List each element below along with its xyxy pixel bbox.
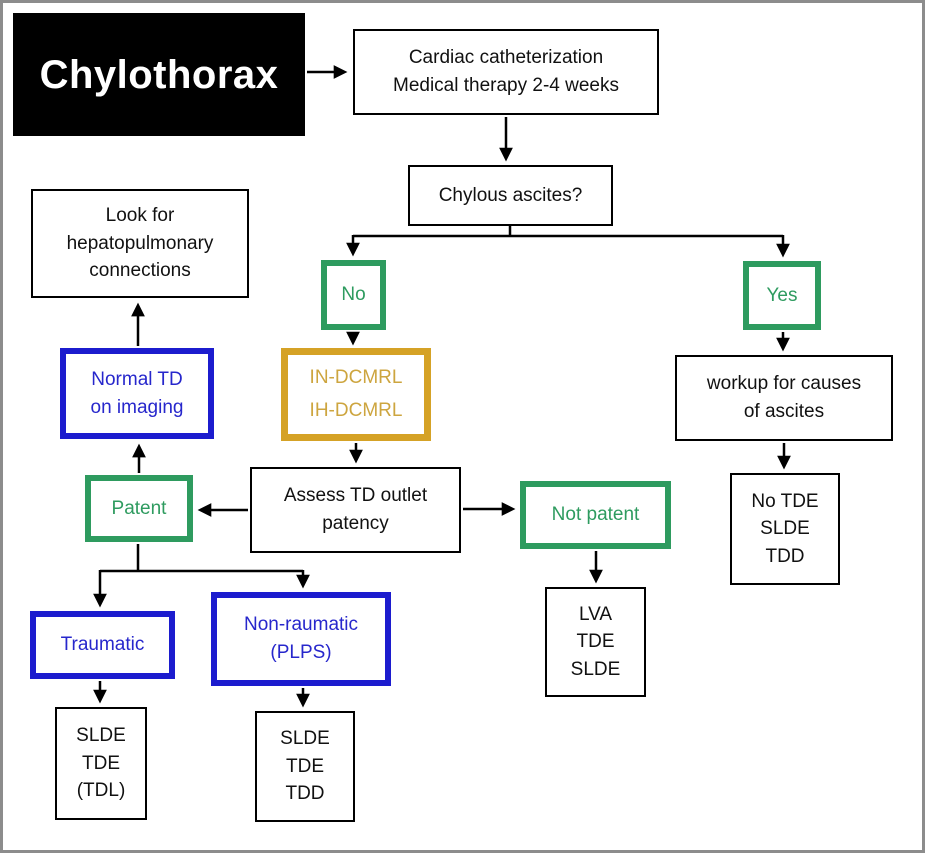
node-lva-tde-slde: LVA TDE SLDE [545,587,646,697]
node-traumatic: Traumatic [30,611,175,679]
node-title: Chylothorax [13,13,305,136]
node-non-traumatic-plps: Non-raumatic (PLPS) [211,592,391,686]
flow-arrows [93,65,791,708]
node-text-line: IN-DCMRL [309,367,403,389]
branch-patent [100,544,303,573]
node-text-line: Non-raumatic [243,614,359,636]
node-text-line: Traumatic [60,634,145,656]
node-text-line: TDD [285,783,325,805]
node-text-line: TDE [576,631,615,653]
node-text-line: of ascites [743,401,825,422]
node-assess-td-outlet-patency: Assess TD outlet patency [250,467,461,553]
node-look-for-hepatopulmonary: Look for hepatopulmonary connections [31,189,249,298]
node-text-line: No TDE [751,490,819,512]
node-text-line: LVA [578,603,613,625]
node-text-line: Cardiac catheterization [408,47,604,69]
node-slde-tde-tdl: SLDE TDE (TDL) [55,707,147,820]
node-slde-tde-tdd: SLDE TDE TDD [255,711,355,822]
node-no: No [321,260,386,330]
node-workup-for-causes-of-ascites: workup for causes of ascites [675,355,893,441]
node-text-line: TDE [82,752,120,774]
node-text-line: No [341,284,366,306]
node-text-line: TDD [765,545,805,567]
node-text-line: (PLPS) [270,642,332,663]
node-title-label: Chylothorax [39,52,279,97]
node-text-line: Patent [111,497,167,519]
node-yes: Yes [743,261,821,330]
node-text-line: IH-DCMRL [309,399,403,421]
node-text-line: Assess TD outlet [283,485,428,507]
node-text-line: Normal TD [91,368,183,390]
node-text-line: SLDE [760,518,810,540]
node-not-patent: Not patent [520,481,671,549]
node-text-line: connections [89,260,191,282]
node-text-line: (TDL) [76,780,126,802]
node-chylous-ascites: Chylous ascites? [408,165,613,226]
node-no-tde-slde-tdd: No TDE SLDE TDD [730,473,840,585]
node-text-line: SLDE [570,658,621,680]
node-text-line: Chylous ascites? [438,184,583,206]
node-patent: Patent [85,475,193,542]
node-text-line: Yes [766,284,798,306]
branch-chylous [353,226,783,238]
node-text-line: TDE [286,755,324,777]
node-text-line: hepatopulmonary [66,232,214,254]
node-text-line: SLDE [76,725,126,747]
node-dcmrl: IN-DCMRL IH-DCMRL [281,348,431,441]
node-text-line: on imaging [90,396,184,418]
node-text-line: Look for [105,205,175,227]
node-text-line: Not patent [551,504,640,526]
node-normal-td-on-imaging: Normal TD on imaging [60,348,214,439]
node-text-line: SLDE [280,728,330,750]
node-cardiac-catheterization: Cardiac catheterization Medical therapy … [353,29,659,115]
node-text-line: patency [322,513,389,534]
node-text-line: workup for causes [706,373,862,395]
node-text-line: Medical therapy 2-4 weeks [393,75,619,96]
